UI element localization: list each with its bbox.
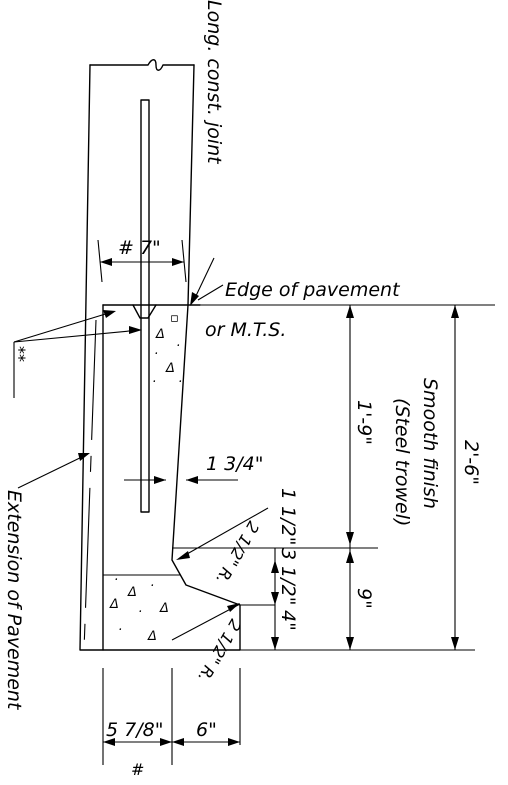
svg-text:·: · <box>118 623 122 638</box>
svg-text:·: · <box>152 375 156 390</box>
finish-line-1: Smooth finish <box>419 378 441 509</box>
joint-groove <box>132 304 157 319</box>
svg-text:ᐃ: ᐃ <box>155 327 165 342</box>
vertical-dims <box>172 305 475 651</box>
svg-text:·: · <box>178 375 182 390</box>
svg-text:·: · <box>138 605 142 620</box>
svg-text:ᐃ: ᐃ <box>159 601 169 616</box>
radius-2-label: 2 1/2" R. <box>194 616 245 686</box>
seg-b: 3 1/2" <box>277 548 299 605</box>
svg-text:ᐃ: ᐃ <box>127 585 137 600</box>
seg-c: 4" <box>277 610 299 631</box>
svg-text:ᐃ: ᐃ <box>109 597 119 612</box>
edge-of-pavement-group: Edge of pavement or M.T.S. <box>197 279 495 341</box>
top-width-label: # 7" <box>118 237 161 259</box>
svg-text:·: · <box>150 579 154 594</box>
svg-text:ᐃ: ᐃ <box>147 629 157 644</box>
base-dims: 5 7/8" 6" # <box>102 668 241 779</box>
base-mark: # <box>131 760 144 779</box>
base-left-label: 5 7/8" <box>106 719 163 741</box>
pavement-slab <box>102 304 201 651</box>
extension-group: Extension of Pavement <box>3 319 97 711</box>
svg-text:·: · <box>154 347 158 362</box>
barrier-outline <box>79 59 241 651</box>
radius-2: 2 1/2" R. <box>171 603 245 686</box>
height-upper: 1'-9" <box>353 400 375 445</box>
svg-text:ᐃ: ᐃ <box>165 361 175 376</box>
star-label: ** <box>10 346 29 362</box>
svg-text:·: · <box>114 573 118 588</box>
finish-line-2: (Steel trowel) <box>391 398 413 526</box>
height-lower: 9" <box>353 588 375 609</box>
batter-dim: 1 3/4" <box>124 453 263 484</box>
base-right-label: 6" <box>196 719 217 741</box>
edge-label-2: or M.T.S. <box>205 319 286 341</box>
top-width-dim: # 7" <box>97 237 187 283</box>
aggregate-hatch: ▫ᐃ· ·ᐃ· ··ᐃ ·ᐃ· ᐃ·ᐃ <box>109 311 182 644</box>
rebar <box>140 99 150 513</box>
seg-a: 1 1/2" <box>277 488 299 545</box>
radius-1-label: 2 1/2" R. <box>212 518 263 588</box>
joint-label-group: Long. const. joint <box>190 0 225 306</box>
edge-label-1: Edge of pavement <box>225 279 401 301</box>
joint-label: Long. const. joint <box>203 0 225 165</box>
svg-text:▫: ▫ <box>170 311 179 326</box>
star-leader: ** <box>10 310 142 398</box>
svg-text:·: · <box>176 339 180 354</box>
extension-label: Extension of Pavement <box>3 490 25 711</box>
height-total: 2'-6" <box>460 440 482 485</box>
batter-label: 1 3/4" <box>206 453 263 475</box>
